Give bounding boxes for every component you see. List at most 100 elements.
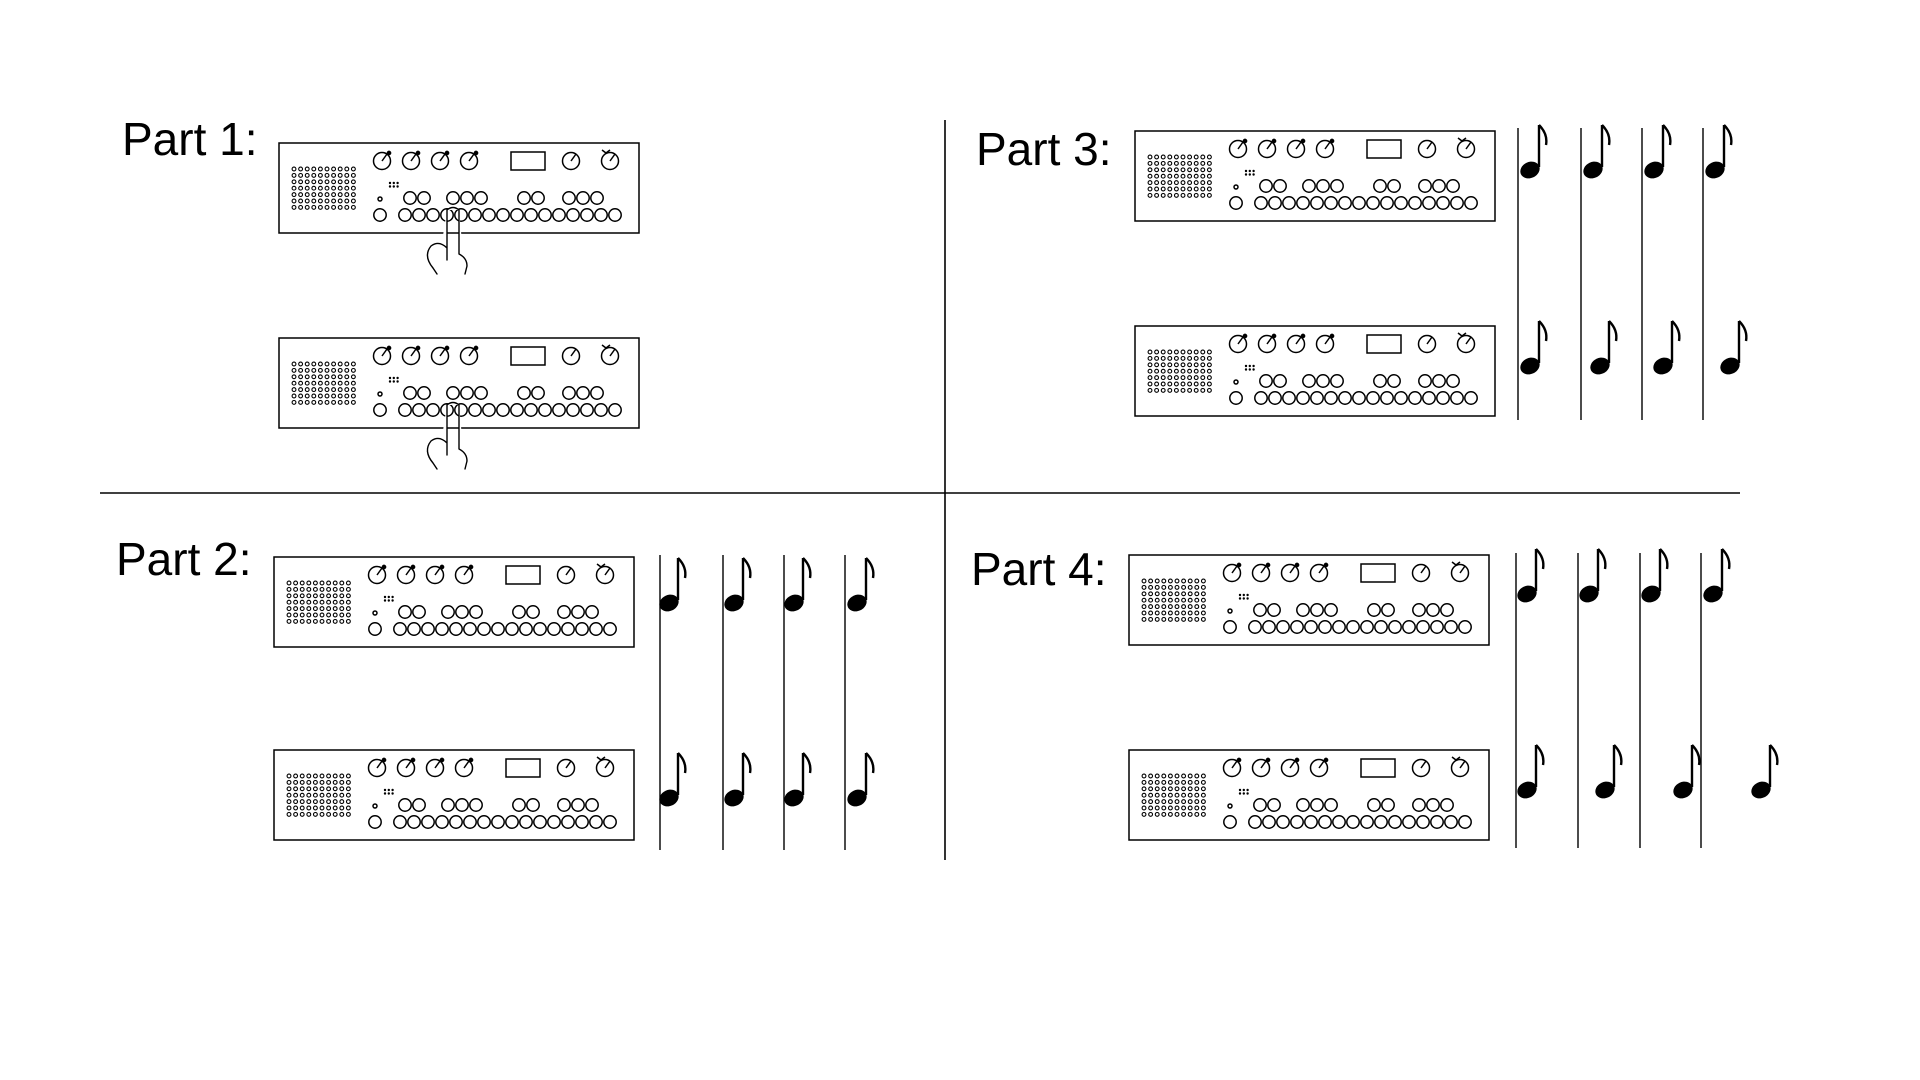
step-button bbox=[1338, 391, 1352, 405]
grille-hole bbox=[293, 773, 299, 779]
knob-mark bbox=[1457, 137, 1467, 142]
grille-hole bbox=[326, 580, 332, 586]
knob-icon bbox=[1222, 562, 1242, 583]
grille-hole bbox=[1193, 368, 1199, 374]
button bbox=[1412, 603, 1426, 617]
knob-dot bbox=[1271, 333, 1277, 339]
grille-hole bbox=[1154, 773, 1160, 779]
button bbox=[1426, 798, 1440, 812]
speaker-grille-icon bbox=[1141, 773, 1206, 817]
grille-hole bbox=[319, 805, 325, 811]
grille-hole bbox=[311, 179, 317, 185]
knob-icon bbox=[1309, 757, 1329, 778]
note-flag bbox=[1662, 124, 1672, 146]
grille-hole bbox=[286, 599, 292, 605]
knob bbox=[1411, 758, 1431, 778]
grille-hole bbox=[344, 172, 350, 178]
grille-hole bbox=[1194, 616, 1200, 622]
button bbox=[1367, 798, 1381, 812]
grille-hole bbox=[1167, 799, 1173, 805]
grille-hole bbox=[1167, 355, 1173, 361]
grille-hole bbox=[1173, 167, 1179, 173]
grille-hole bbox=[324, 374, 330, 380]
knob-dot bbox=[1323, 562, 1329, 568]
grille-hole bbox=[1187, 799, 1193, 805]
grille-hole bbox=[339, 606, 345, 612]
grille-hole bbox=[1141, 604, 1147, 610]
button bbox=[1440, 603, 1454, 617]
grille-hole bbox=[326, 779, 332, 785]
knob-dot bbox=[381, 757, 387, 763]
grille-hole bbox=[324, 192, 330, 198]
knob-icon bbox=[459, 345, 479, 366]
grille-hole bbox=[1174, 616, 1180, 622]
grille-hole bbox=[339, 580, 345, 586]
indicator-dot bbox=[1227, 608, 1233, 614]
led bbox=[1244, 173, 1248, 176]
button bbox=[1229, 196, 1243, 210]
grille-hole bbox=[345, 779, 351, 785]
eighth-note-icon bbox=[1590, 320, 1618, 375]
grille-hole bbox=[1194, 799, 1200, 805]
grille-hole bbox=[350, 166, 356, 172]
grille-hole bbox=[1147, 387, 1153, 393]
step-button bbox=[482, 403, 496, 417]
grille-hole bbox=[1193, 387, 1199, 393]
grille-hole bbox=[1148, 799, 1154, 805]
grille-hole bbox=[1181, 610, 1187, 616]
grille-hole bbox=[1206, 362, 1212, 368]
grille-hole bbox=[299, 799, 305, 805]
grille-hole bbox=[299, 811, 305, 817]
grille-hole bbox=[1180, 381, 1186, 387]
step-button bbox=[1332, 620, 1346, 634]
grille-hole bbox=[350, 399, 356, 405]
grille-hole bbox=[339, 612, 345, 618]
grille-hole bbox=[337, 185, 343, 191]
grille-hole bbox=[1160, 368, 1166, 374]
knob bbox=[1257, 334, 1277, 354]
grille-hole bbox=[324, 380, 330, 386]
grille-hole bbox=[293, 580, 299, 586]
step-button bbox=[1338, 196, 1352, 210]
knob bbox=[1417, 334, 1437, 354]
grille-hole bbox=[319, 612, 325, 618]
button bbox=[1373, 374, 1387, 388]
grille-hole bbox=[304, 185, 310, 191]
step-button bbox=[547, 622, 561, 636]
grille-hole bbox=[312, 779, 318, 785]
note-flag bbox=[1538, 320, 1548, 342]
grille-hole bbox=[299, 779, 305, 785]
eighth-note-icon bbox=[847, 557, 875, 612]
knob-dot bbox=[439, 757, 445, 763]
grille-hole bbox=[298, 179, 304, 185]
device-body bbox=[273, 749, 635, 841]
button bbox=[1310, 798, 1324, 812]
step-button bbox=[1458, 815, 1472, 829]
button bbox=[1412, 798, 1426, 812]
eighth-note-icon bbox=[1641, 548, 1669, 603]
grille-hole bbox=[332, 618, 338, 624]
grille-hole bbox=[298, 387, 304, 393]
grille-hole bbox=[1167, 773, 1173, 779]
grille-hole bbox=[324, 361, 330, 367]
eighth-note-icon bbox=[1673, 744, 1701, 799]
grille-hole bbox=[1147, 355, 1153, 361]
grille-hole bbox=[1206, 381, 1212, 387]
button bbox=[368, 815, 382, 829]
grille-hole bbox=[1181, 773, 1187, 779]
grille-hole bbox=[1154, 387, 1160, 393]
eighth-note-icon bbox=[1517, 548, 1545, 603]
knob bbox=[454, 565, 474, 585]
note-flag bbox=[802, 752, 812, 774]
grille-hole bbox=[350, 192, 356, 198]
grille-hole bbox=[344, 361, 350, 367]
led bbox=[1238, 792, 1242, 795]
knob-pointer bbox=[1289, 760, 1296, 769]
grille-hole bbox=[1180, 160, 1186, 166]
grille-hole bbox=[1187, 616, 1193, 622]
grille-hole bbox=[1160, 381, 1166, 387]
grille-hole bbox=[337, 198, 343, 204]
grille-hole bbox=[1174, 597, 1180, 603]
note-head bbox=[1517, 781, 1537, 799]
knob-dot bbox=[1323, 757, 1329, 763]
